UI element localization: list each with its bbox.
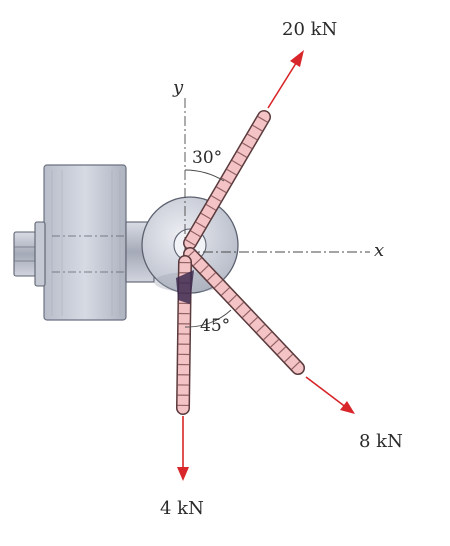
hub-clevis [176, 270, 194, 304]
arrow-20kn [267, 50, 304, 109]
arc-30deg [184, 169, 225, 182]
rod-8kn [183, 247, 305, 375]
washer [34, 221, 46, 287]
arrow-4kn [177, 416, 189, 481]
force-8kn-label: 8 kN [359, 431, 403, 452]
support-bracket [13, 164, 239, 321]
angle-45-label: 45° [200, 316, 230, 336]
bolt-head [13, 231, 37, 277]
coordinate-axes: y x [172, 77, 384, 290]
arc-45deg [184, 309, 232, 328]
force-20kn-label: 20 kN [282, 19, 337, 40]
wall-block [43, 164, 127, 321]
x-axis-label: x [374, 240, 384, 261]
angle-markers [184, 169, 232, 328]
rod-20kn [183, 110, 271, 250]
angle-30-label: 30° [192, 148, 222, 168]
arrow-8kn [305, 376, 355, 414]
wall-texture [51, 170, 121, 316]
y-axis-label: y [172, 77, 184, 98]
force-4kn-label: 4 kN [160, 498, 204, 519]
